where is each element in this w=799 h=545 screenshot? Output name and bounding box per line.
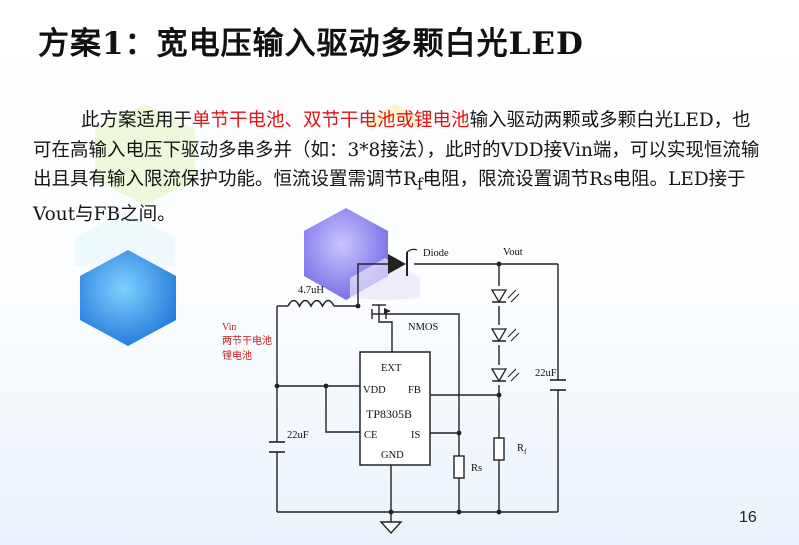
description-paragraph: 此方案适用于单节干电池、双节干电池或锂电池输入驱动两颗或多颗白光LED，也可在高… [33, 106, 763, 230]
hex-pale-purple [350, 258, 420, 300]
wires [276, 263, 559, 522]
led-2 [490, 328, 520, 343]
nmos-label: NMOS [408, 322, 439, 333]
inductor-symbol [287, 299, 335, 308]
input-capacitor-label: 22uF [287, 430, 309, 441]
highlight-separator: 、 [284, 110, 304, 131]
highlight-double-battery: 双节干电池或锂电池 [303, 110, 470, 131]
output-capacitor-label: 22uF [535, 368, 557, 379]
vin-label: Vin [222, 322, 236, 333]
resistor-rs-label: Rs [471, 463, 482, 474]
input-capacitor [269, 441, 285, 453]
hex-blue [80, 250, 176, 346]
ic-name: TP8305B [366, 407, 412, 421]
ic-pin-ext: EXT [381, 363, 402, 374]
vin-note-lithium: 锂电池 [222, 349, 252, 362]
resistor-rf-label: Rf [517, 443, 527, 456]
slide-title: 方案1：宽电压输入驱动多颗白光LED [38, 26, 584, 62]
paragraph-intro: 此方案适用于 [81, 110, 193, 131]
ic-tp8305b [359, 351, 431, 466]
ic-pin-fb: FB [408, 385, 421, 396]
inductor-label: 4.7uH [298, 285, 324, 296]
hex-light-yellow [370, 104, 420, 130]
paragraph-rest2: 电阻，限流设置调节Rs电阻。LED接于Vout与FB之间。 [33, 169, 746, 226]
nmos-arrow [384, 308, 391, 314]
rf-subscript: f [416, 175, 423, 194]
ic-pin-ce: CE [364, 430, 377, 441]
highlight-single-battery: 单节干电池 [192, 110, 285, 131]
led-1 [490, 289, 520, 304]
vout-label: Vout [503, 247, 523, 258]
ic-pin-vdd: VDD [363, 385, 386, 396]
ic-pin-gnd: GND [381, 450, 404, 461]
diode-symbol [388, 248, 418, 276]
ic-pin-is: IS [411, 430, 420, 441]
junction-dots [274, 261, 502, 515]
ground-symbol [379, 521, 403, 535]
resistor-rs [453, 455, 465, 479]
hex-light-cyan [75, 212, 175, 266]
resistor-rf [493, 437, 505, 461]
diode-label: Diode [423, 248, 449, 259]
vin-note-two-cells: 两节干电池 [222, 334, 272, 347]
hex-light-green [95, 104, 195, 205]
output-capacitor [550, 379, 566, 391]
page-number: 16 [739, 509, 757, 526]
paragraph-rest: 输入驱动两颗或多颗白光LED，也可在高输入电压下驱动多串多并（如：3*8接法），… [33, 110, 760, 190]
led-3 [490, 368, 520, 383]
